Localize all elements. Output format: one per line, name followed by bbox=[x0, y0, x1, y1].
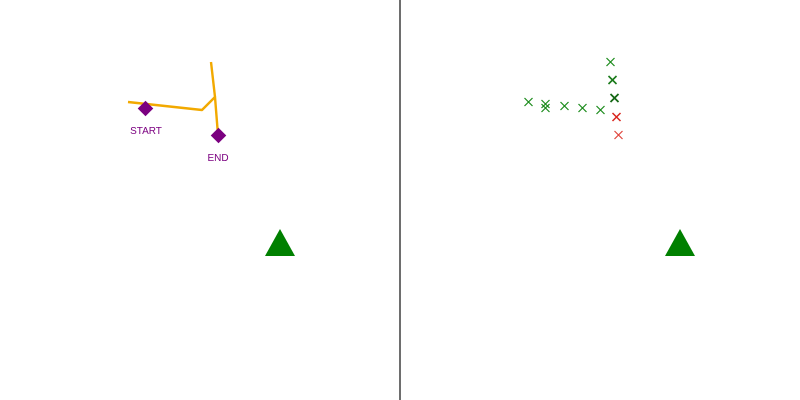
x-mark-icon bbox=[541, 99, 550, 109]
trajectory-path bbox=[127, 95, 220, 136]
x-mark-icon bbox=[606, 57, 615, 67]
start-label: START bbox=[130, 126, 162, 137]
x-mark-icon bbox=[578, 103, 587, 113]
left-panel-trajectory: START END bbox=[127, 61, 295, 256]
x-mark-icon bbox=[524, 97, 533, 107]
x-mark-icon bbox=[607, 75, 618, 85]
end-label: END bbox=[207, 153, 228, 164]
target-triangle-icon bbox=[265, 229, 295, 256]
right-panel-svg bbox=[524, 57, 695, 256]
x-mark-icon bbox=[596, 105, 605, 115]
x-mark-icon bbox=[614, 130, 623, 140]
x-mark-icon bbox=[541, 103, 550, 113]
end-marker bbox=[210, 127, 227, 144]
start-marker bbox=[137, 100, 154, 117]
trajectory-branch bbox=[209, 61, 217, 98]
right-panel-samples bbox=[400, 0, 800, 400]
target-triangle-icon bbox=[665, 229, 695, 256]
x-mark-icon bbox=[609, 93, 620, 103]
left-panel-svg: START END bbox=[127, 61, 295, 256]
x-mark-icon bbox=[611, 112, 622, 122]
panel-divider bbox=[399, 0, 401, 400]
x-mark-icon bbox=[560, 101, 569, 111]
